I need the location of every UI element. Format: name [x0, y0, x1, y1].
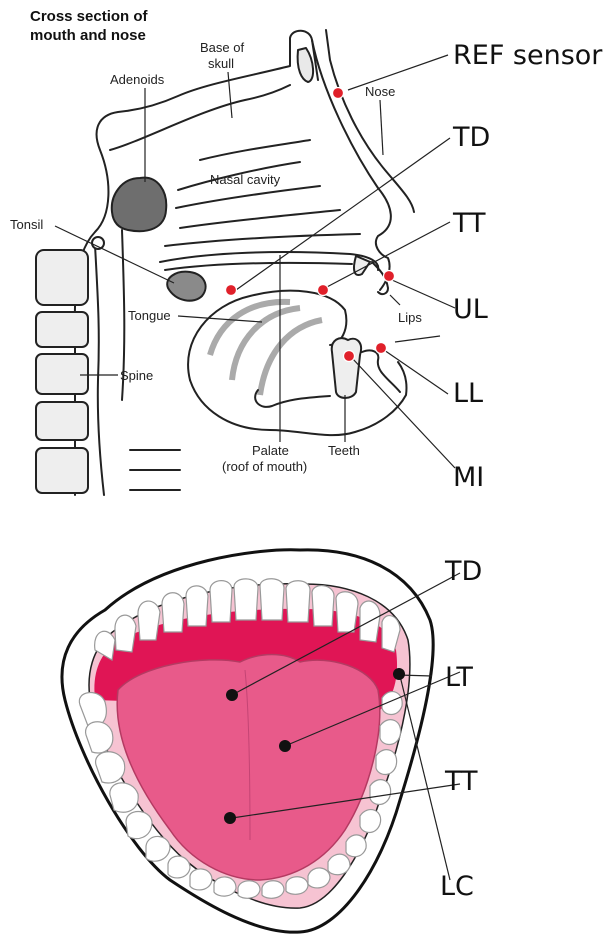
sensor-ul [384, 271, 395, 282]
label-td-top: TD [452, 122, 490, 153]
nasal-turbinates [165, 140, 360, 246]
label-tt-top: TT [452, 208, 486, 239]
sensor-tt-top [318, 285, 329, 296]
label-nose: Nose [365, 84, 395, 99]
sensor-lt [279, 740, 291, 752]
label-palate-2: (roof of mouth) [222, 459, 307, 474]
open-mouth-panel: TD LT TT LC [62, 550, 482, 932]
sensor-td-top [226, 285, 237, 296]
label-tonsil: Tonsil [10, 217, 43, 232]
label-adenoids: Adenoids [110, 72, 165, 87]
title-line-2: mouth and nose [30, 27, 146, 44]
label-lips: Lips [398, 310, 422, 325]
label-mi: MI [453, 462, 484, 493]
sensor-ll [376, 343, 387, 354]
sensor-td-bottom [226, 689, 238, 701]
label-ul: UL [453, 294, 488, 325]
lower-tooth [332, 338, 361, 398]
spine [36, 250, 88, 493]
label-lc: LC [440, 871, 474, 902]
adenoids-shape [112, 178, 166, 232]
sensor-ref [333, 88, 344, 99]
tongue-shape [188, 291, 346, 395]
label-td-bottom: TD [444, 556, 482, 587]
label-ref-sensor: REF sensor [453, 40, 603, 71]
tonsil-shape [167, 272, 205, 301]
sensor-tt-bottom [224, 812, 236, 824]
label-tongue: Tongue [128, 308, 171, 323]
cross-section-panel: Cross section of mouth and nose [10, 8, 603, 495]
sensor-mi [344, 351, 355, 362]
label-palate-1: Palate [252, 443, 289, 458]
label-lt: LT [445, 662, 473, 693]
title-line-1: Cross section of [30, 8, 149, 25]
sensor-lc [393, 668, 405, 680]
label-spine: Spine [120, 368, 153, 383]
label-teeth: Teeth [328, 443, 360, 458]
label-base-of-skull-1: Base of [200, 40, 244, 55]
label-ll: LL [453, 378, 483, 409]
label-tt-bottom: TT [444, 766, 478, 797]
label-nasal-cavity: Nasal cavity [210, 172, 281, 187]
label-base-of-skull-2: skull [208, 56, 234, 71]
